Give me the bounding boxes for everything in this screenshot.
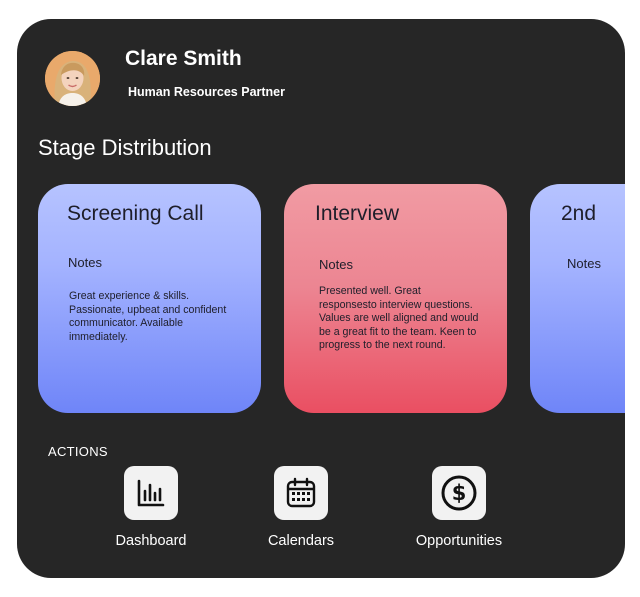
dashboard-button[interactable]: Dashboard [81, 466, 221, 549]
opportunities-button[interactable]: $ Opportunities [389, 466, 529, 549]
stage-notes: Great experience & skills. Passionate, u… [69, 290, 227, 343]
actions-label: ACTIONS [48, 444, 108, 459]
calendar-icon[interactable] [274, 466, 328, 520]
bar-chart-icon[interactable] [124, 466, 178, 520]
stage-title: Interview [315, 202, 400, 225]
stage-card-interview[interactable]: Interview Notes Presented well. Great re… [284, 184, 507, 413]
notes-label: Notes [567, 256, 601, 271]
stage-title: Screening Call [67, 202, 204, 225]
calendars-label: Calendars [267, 533, 335, 549]
profile-panel: Clare Smith Human Resources Partner Stag… [17, 19, 625, 578]
notes-label: Notes [319, 257, 353, 272]
avatar[interactable] [45, 51, 100, 106]
dollar-icon[interactable]: $ [432, 466, 486, 520]
profile-name: Clare Smith [125, 47, 242, 70]
svg-text:$: $ [452, 481, 467, 505]
dashboard-label: Dashboard [115, 533, 187, 549]
section-title: Stage Distribution [38, 135, 212, 160]
stage-title: 2nd [561, 202, 597, 225]
opportunities-label: Opportunities [415, 533, 503, 549]
profile-role: Human Resources Partner [128, 85, 286, 99]
notes-label: Notes [68, 255, 102, 270]
stage-card-2nd[interactable]: 2nd Notes [530, 184, 625, 413]
calendars-button[interactable]: Calendars [231, 466, 371, 549]
stage-notes: Presented well. Great responsesto interv… [319, 285, 479, 351]
avatar-image [45, 51, 100, 106]
stage-card-screening-call[interactable]: Screening Call Notes Great experience & … [38, 184, 261, 413]
